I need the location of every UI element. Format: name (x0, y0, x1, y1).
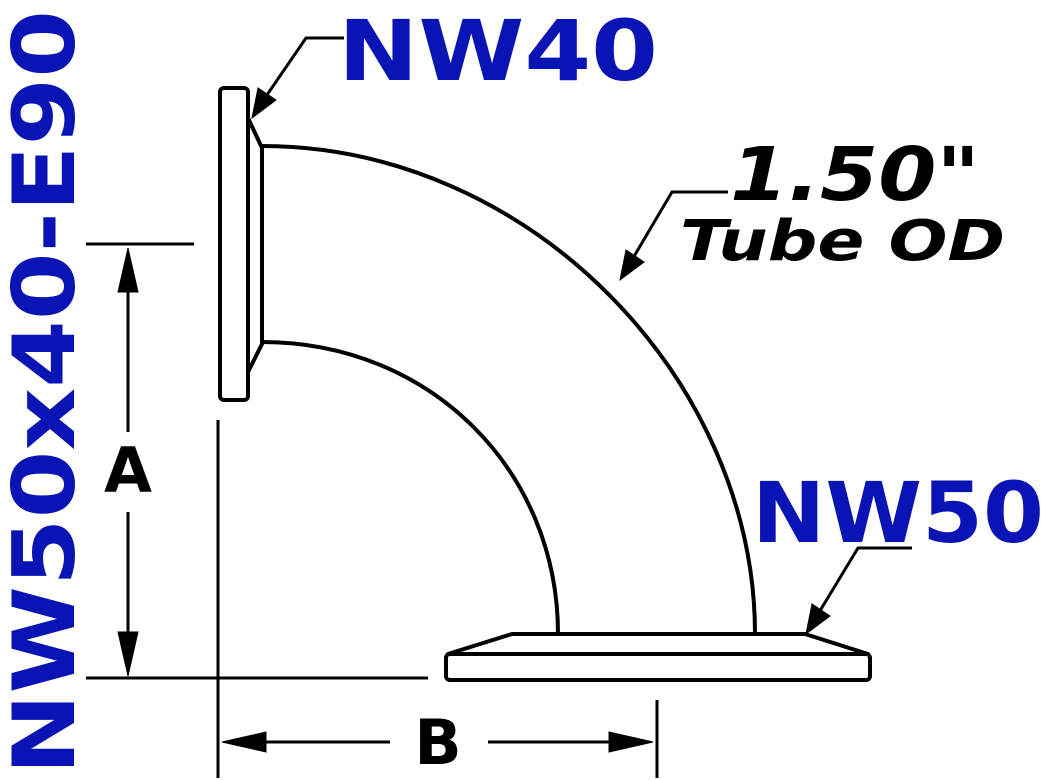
dim-a-arrow-up (117, 247, 139, 293)
nw40-callout: NW40 (251, 2, 658, 120)
dim-a-arrow-down (117, 631, 139, 677)
top-flange-face (218, 86, 250, 402)
nw40-leader-arrow (251, 87, 277, 120)
nw40-label: NW40 (338, 2, 658, 100)
nw40-leader-line (256, 36, 344, 109)
tube-caption-label: Tube OD (680, 209, 1005, 274)
dim-b-arrow-right (608, 731, 654, 753)
elbow-inner-wall (260, 340, 560, 636)
nw50-label: NW50 (752, 464, 1044, 562)
bottom-flange (444, 632, 872, 682)
tube-od-leader-arrow (619, 249, 645, 282)
dimension-b: B (221, 706, 654, 779)
dimension-a: A (104, 247, 152, 677)
dim-a-label: A (104, 434, 152, 507)
tube-size-label: 1.50" (730, 132, 980, 218)
tube-od-callout: 1.50" Tube OD (619, 132, 1005, 282)
elbow-outer-wall (260, 144, 757, 636)
top-flange (218, 86, 264, 402)
top-flange-taper (246, 116, 264, 374)
bottom-flange-taper (446, 632, 870, 656)
bottom-flange-face (444, 652, 872, 682)
nw50-leader-arrow (805, 603, 831, 636)
tube-od-leader-line (624, 190, 728, 271)
dim-b-arrow-left (221, 731, 267, 753)
nw50-callout: NW50 (752, 464, 1044, 636)
dim-b-label: B (414, 706, 461, 779)
nw50-leader-line (810, 546, 912, 625)
part-number-label: NW50x40-E90 (0, 10, 95, 775)
